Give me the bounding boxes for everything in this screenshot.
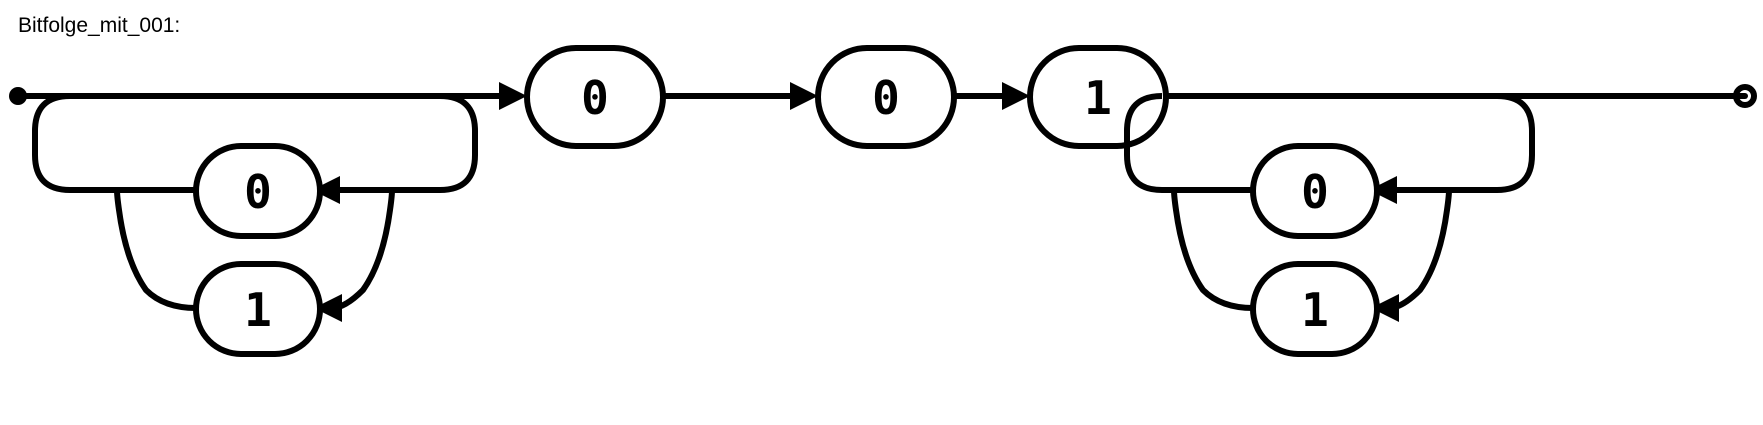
node-right-loop-one-label: 1 [1301,283,1329,337]
node-seq-second-label: 0 [872,71,900,125]
seq-first-arrow-icon [499,82,527,110]
right-loop-return-rail [1387,93,1535,193]
left-loop-one-return-rail [331,189,395,311]
seq-third-arrow-icon [1002,82,1030,110]
right-loop-one-return-rail [1388,189,1452,311]
right-loop-one-arrow-icon [1371,294,1399,322]
seq-second-arrow-icon [790,82,818,110]
node-left-loop-zero-shape [193,143,323,239]
left-loop-entry-rail [32,93,196,193]
right-loop-zero-arrow-icon [1369,176,1397,204]
right-loop-one-entry-rail [1171,189,1254,311]
left-loop-one-entry-rail [114,189,197,311]
node-right-loop-zero-label: 0 [1301,165,1329,219]
left-loop-zero-arrow-icon [312,176,340,204]
node-seq-first-label: 0 [581,71,609,125]
node-left-loop-one-label: 1 [244,283,272,337]
node-seq-second[interactable]: 0 [815,45,957,149]
node-left-loop-one[interactable]: 1 [193,261,323,357]
node-seq-third-label: 1 [1084,71,1112,125]
page-title: Bitfolge_mit_001: [18,14,181,37]
end-terminal-ring [1733,84,1757,108]
node-left-loop-zero[interactable]: 0 [193,143,323,239]
node-left-loop-one-shape [193,261,323,357]
node-right-loop-zero[interactable]: 0 [1250,143,1380,239]
node-left-loop-zero-label: 0 [244,165,272,219]
node-seq-third[interactable]: 1 [1027,45,1169,149]
node-right-loop-one-shape [1250,261,1380,357]
node-right-loop-one[interactable]: 1 [1250,261,1380,357]
node-right-loop-zero-shape [1250,143,1380,239]
left-loop-one-arrow-icon [314,294,342,322]
node-seq-first[interactable]: 0 [524,45,666,149]
right-loop-entry-rail [1124,93,1253,193]
end-terminal-core [1742,93,1748,99]
left-loop-return-rail [330,93,478,193]
